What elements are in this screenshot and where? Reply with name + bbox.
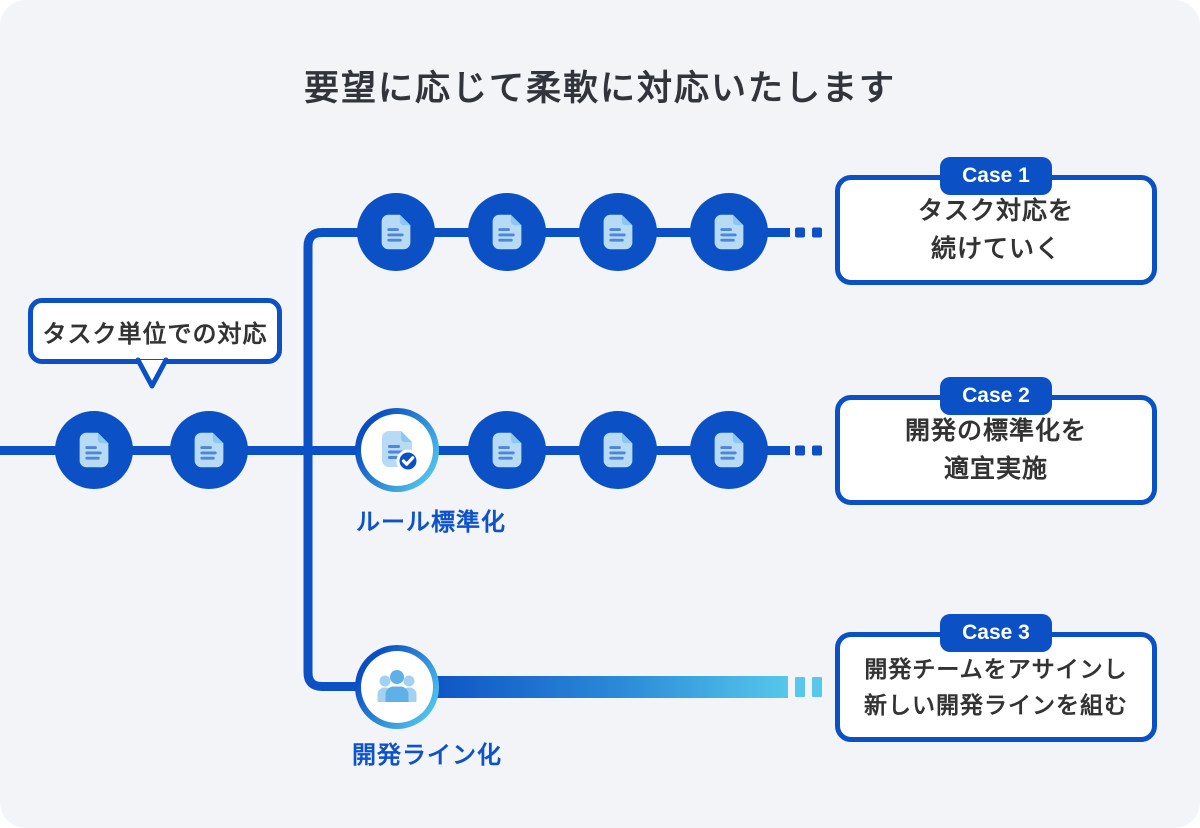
rule-standardization-node [355, 408, 439, 492]
ellipsis-dot [795, 227, 805, 238]
case-3-text-line2: 新しい開発ラインを組む [864, 692, 1128, 718]
case-2-text-line1: 開発の標準化を [904, 417, 1087, 445]
dev-line-node [355, 645, 439, 729]
document-node [579, 193, 657, 271]
ellipsis-dot [795, 445, 805, 456]
gradient-bar-dash [812, 677, 822, 697]
page-title: 要望に応じて柔軟に対応いたします [303, 69, 896, 108]
team-icon [377, 670, 417, 702]
document-icon [79, 432, 109, 468]
speech-bubble: タスク単位での対応 [28, 298, 282, 364]
document-node [468, 411, 546, 489]
gradient-bar-dash [795, 677, 805, 697]
document-node [690, 411, 768, 489]
document-node [170, 411, 248, 489]
document-icon [492, 214, 522, 250]
case-2-badge: Case 2 [940, 377, 1052, 415]
ellipsis-dot [812, 445, 822, 456]
speech-bubble-tail [135, 357, 169, 389]
case-3-badge: Case 3 [940, 614, 1052, 652]
ellipsis-dot [812, 227, 822, 238]
case-1-badge: Case 1 [940, 157, 1052, 195]
document-icon [492, 432, 522, 468]
document-icon [714, 432, 744, 468]
gradient-bar [420, 676, 788, 698]
document-check-icon [382, 431, 420, 473]
case-1-box: Case 1 タスク対応を 続けていく [835, 157, 1157, 285]
document-node [690, 193, 768, 271]
speech-bubble-label: タスク単位での対応 [42, 320, 268, 348]
document-node [55, 411, 133, 489]
case-1-text-line1: タスク対応を [917, 197, 1074, 225]
document-node [579, 411, 657, 489]
case-2-box: Case 2 開発の標準化を 適宜実施 [835, 377, 1157, 505]
case-3-box: Case 3 開発チームをアサインし 新しい開発ラインを組む [835, 614, 1157, 742]
label-rule-standardization: ルール標準化 [356, 509, 506, 536]
case-1-text-line2: 続けていく [930, 235, 1061, 263]
document-node [468, 193, 546, 271]
label-dev-line: 開発ライン化 [352, 742, 502, 769]
case-2-text-line2: 適宜実施 [943, 455, 1048, 483]
document-icon [603, 432, 633, 468]
document-icon [194, 432, 224, 468]
document-icon [603, 214, 633, 250]
branch-line [303, 228, 790, 691]
document-icon [381, 214, 411, 250]
document-node [357, 193, 435, 271]
case-3-text-line1: 開発チームをアサインし [864, 656, 1128, 682]
document-icon [714, 214, 744, 250]
